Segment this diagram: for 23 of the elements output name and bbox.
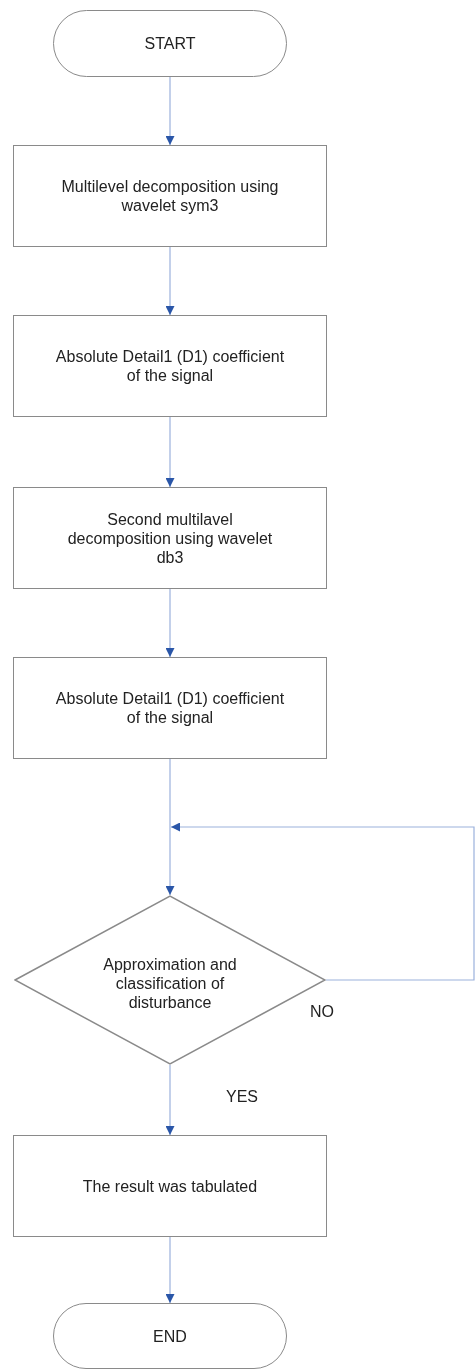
edge-label: NO xyxy=(310,1003,334,1021)
arrow xyxy=(165,588,175,658)
process-box xyxy=(13,145,327,247)
node-text: Second multilavel decomposition using wavelet db3 xyxy=(66,509,274,567)
arrow xyxy=(165,416,175,488)
edge-label: YES xyxy=(226,1088,258,1106)
node-text: Multilevel decomposition using wavelet sym3 xyxy=(60,177,280,215)
arrow xyxy=(165,76,175,146)
process-box xyxy=(13,315,327,417)
arrow xyxy=(165,1236,175,1304)
process-box xyxy=(13,1135,327,1237)
process-box xyxy=(13,657,327,759)
node-text: The result was tabulated xyxy=(81,1176,259,1196)
process-box xyxy=(13,487,327,589)
node-text: Absolute Detail1 (D1) coefficient of the signal xyxy=(54,689,286,727)
arrow xyxy=(170,822,475,981)
node-text: END xyxy=(152,1326,188,1346)
arrow xyxy=(165,758,175,896)
node-text: START xyxy=(143,34,197,53)
arrow xyxy=(165,1064,175,1136)
node-text: Absolute Detail1 (D1) coefficient of the signal xyxy=(54,347,286,385)
arrow xyxy=(165,246,175,316)
node-text: Approximation and classification of disturbance xyxy=(102,954,238,1012)
